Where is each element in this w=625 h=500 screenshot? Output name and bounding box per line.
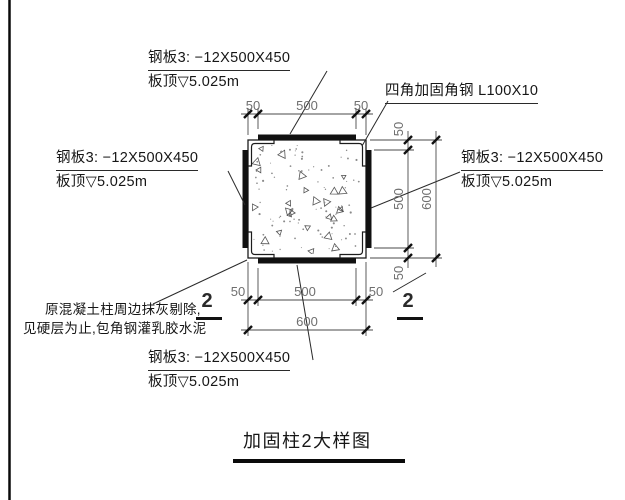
title-block: 加固柱2大样图	[233, 427, 409, 463]
dim-right-inner-top: 50	[391, 122, 406, 136]
leader-plate-right	[370, 171, 461, 209]
leader-plate-bottom	[296, 264, 314, 361]
label-plate-bottom: 钢板3: −12X500X450 板顶▽5.025m	[148, 347, 291, 393]
label-plate-top-line2: 板顶▽5.025m	[148, 74, 240, 90]
label-corner-angle-text: 四角加固角钢 L100X10	[385, 80, 539, 104]
label-plate-left-line2: 板顶▽5.025m	[56, 174, 148, 190]
dim-right-inner-middle: 500	[391, 188, 406, 210]
steel-plate-left	[242, 150, 248, 248]
label-plate-right: 钢板3: −12X500X450 板顶▽5.025m	[461, 147, 604, 193]
dimension-texts: 50 500 50 50 500 50 600 50 500 50 600	[231, 98, 434, 329]
steel-plate-bottom	[258, 258, 356, 264]
section-marker-left: 2	[201, 290, 213, 312]
dimension-ticks	[243, 109, 441, 335]
label-plate-bottom-line2: 板顶▽5.025m	[148, 374, 240, 390]
label-plate-right-line2: 板顶▽5.025m	[461, 174, 553, 190]
dim-bottom-inner-right: 50	[369, 284, 383, 299]
leader-lines	[152, 70, 461, 361]
leader-plate-left	[227, 170, 246, 206]
section-marker-left-bar	[196, 317, 222, 320]
title-underline-bar	[233, 459, 405, 463]
dim-bottom-inner-middle: 500	[294, 284, 316, 299]
dimension-lines	[241, 113, 437, 331]
label-concrete-note-line1: 原混凝土柱周边抹灰剔除,	[45, 302, 201, 317]
section-cut-line-right	[392, 272, 427, 293]
dim-top-middle: 500	[296, 98, 318, 113]
concrete-hatch-texture	[252, 144, 360, 254]
leader-plate-top	[289, 70, 328, 135]
steel-plate-top	[258, 134, 356, 140]
label-concrete-note-line2: 见硬层为止,包角钢灌乳胶水泥	[23, 321, 207, 336]
leader-corner-angle	[361, 100, 389, 147]
label-plate-bottom-line1: 钢板3: −12X500X450	[148, 347, 291, 371]
label-corner-angle: 四角加固角钢 L100X10	[385, 80, 539, 104]
corner-angle-steels	[248, 140, 366, 258]
leader-concrete-note	[152, 259, 248, 305]
drawing-title: 加固柱2大样图	[243, 431, 372, 451]
steel-plates	[242, 134, 372, 264]
label-plate-left: 钢板3: −12X500X450 板顶▽5.025m	[56, 147, 199, 193]
dim-bottom-outer: 600	[296, 314, 318, 329]
label-plate-left-line1: 钢板3: −12X500X450	[56, 147, 199, 171]
dim-right-inner-bottom: 50	[391, 266, 406, 280]
section-marker-right: 2	[402, 290, 414, 312]
corner-angle-bottom-right	[339, 231, 366, 258]
corner-angle-top-right	[339, 140, 366, 167]
label-plate-top-line1: 钢板3: −12X500X450	[148, 47, 291, 71]
label-concrete-note: 原混凝土柱周边抹灰剔除, 见硬层为止,包角钢灌乳胶水泥	[23, 300, 206, 338]
dim-right-outer: 600	[419, 188, 434, 210]
corner-angle-top-left	[248, 140, 275, 167]
dim-top-right: 50	[354, 98, 368, 113]
steel-plate-right	[366, 150, 372, 248]
dim-top-left: 50	[246, 98, 260, 113]
label-plate-top: 钢板3: −12X500X450 板顶▽5.025m	[148, 47, 291, 93]
dim-bottom-inner-left: 50	[231, 284, 245, 299]
label-plate-right-line1: 钢板3: −12X500X450	[461, 147, 604, 171]
corner-angle-bottom-left	[248, 231, 275, 258]
section-marker-right-bar	[397, 317, 423, 320]
